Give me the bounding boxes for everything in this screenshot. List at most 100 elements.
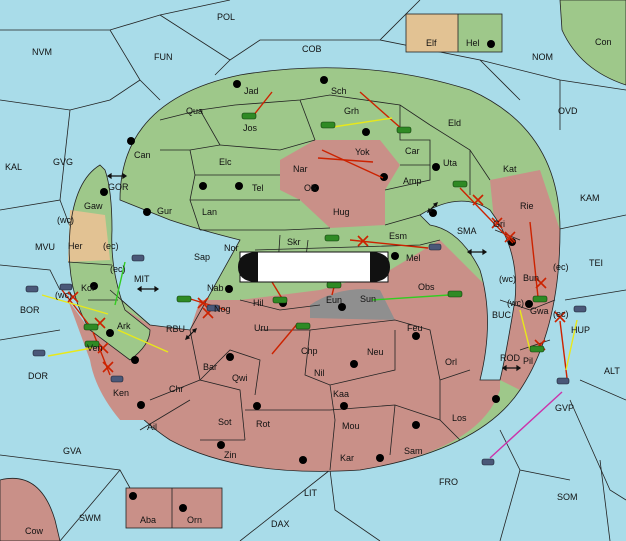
svg-text:Los: Los [452,413,467,423]
svg-text:Her: Her [68,241,83,251]
svg-text:Ark: Ark [117,321,131,331]
svg-text:Ven: Ven [87,343,103,353]
svg-text:Kar: Kar [340,453,354,463]
svg-text:OVD: OVD [558,106,578,116]
svg-text:Gur: Gur [157,206,172,216]
svg-text:Aba: Aba [140,515,156,525]
svg-text:Can: Can [134,150,151,160]
svg-text:Hil: Hil [253,298,264,308]
svg-text:KAM: KAM [580,193,600,203]
svg-text:Ken: Ken [113,388,129,398]
svg-text:ROD: ROD [500,353,521,363]
fleet-units[interactable] [25,243,587,466]
svg-text:LIT: LIT [304,488,318,498]
svg-text:Ail: Ail [147,422,157,432]
svg-text:Kor: Kor [81,283,95,293]
svg-text:POL: POL [217,12,235,22]
svg-text:(ec): (ec) [110,264,126,274]
inner-sea-sma[interactable] [419,200,517,381]
svg-text:Grh: Grh [344,106,359,116]
svg-text:(ec): (ec) [553,262,569,272]
svg-text:Sun: Sun [360,294,376,304]
svg-text:COB: COB [302,44,322,54]
svg-text:Bun: Bun [523,273,539,283]
svg-text:Orn: Orn [187,515,202,525]
svg-text:Skr: Skr [287,237,301,247]
svg-text:Kat: Kat [503,164,517,174]
svg-text:Qua: Qua [186,106,203,116]
svg-text:HUP: HUP [571,325,590,335]
svg-text:Nab: Nab [207,283,224,293]
svg-text:KAL: KAL [5,162,22,172]
svg-text:Bar: Bar [203,362,217,372]
svg-text:Qwi: Qwi [232,373,248,383]
svg-text:Sch: Sch [331,86,347,96]
svg-text:ALT: ALT [604,366,620,376]
svg-text:Gwa: Gwa [530,306,549,316]
svg-text:SWM: SWM [79,513,101,523]
svg-text:(wc): (wc) [507,298,524,308]
svg-text:Uta: Uta [443,158,457,168]
svg-text:DOR: DOR [28,371,49,381]
svg-text:Sot: Sot [218,417,232,427]
svg-text:Kaa: Kaa [333,389,349,399]
svg-text:Rot: Rot [256,419,271,429]
svg-text:Neu: Neu [367,347,384,357]
svg-text:(ec): (ec) [553,309,569,319]
svg-text:Mel: Mel [406,253,421,263]
army-units[interactable] [83,112,548,353]
svg-text:Yok: Yok [355,147,370,157]
svg-text:FRO: FRO [439,477,458,487]
svg-text:Eld: Eld [448,118,461,128]
svg-text:TEI: TEI [589,258,603,268]
svg-text:Tel: Tel [252,183,264,193]
svg-text:Jos: Jos [243,123,258,133]
svg-text:BOR: BOR [20,305,40,315]
island-cow[interactable] [0,478,61,541]
svg-text:(wc): (wc) [57,215,74,225]
svg-text:Eun: Eun [326,295,342,305]
svg-text:Mou: Mou [342,421,360,431]
svg-text:Pil: Pil [523,356,533,366]
west-crescent[interactable] [68,164,160,420]
svg-text:Nil: Nil [314,368,325,378]
svg-text:Uru: Uru [254,323,269,333]
svg-text:BUC: BUC [492,310,512,320]
svg-text:Olk: Olk [304,183,318,193]
svg-text:DAX: DAX [271,519,290,529]
svg-text:Gaw: Gaw [84,201,103,211]
svg-text:GVA: GVA [63,446,81,456]
svg-text:Lan: Lan [202,207,217,217]
island-aba-orn[interactable] [125,487,223,529]
svg-text:Elf: Elf [426,38,437,48]
passage-arrows [106,172,522,372]
svg-text:Sap: Sap [194,252,210,262]
svg-text:GVP: GVP [555,403,574,413]
svg-text:Elc: Elc [219,157,232,167]
svg-text:SMA: SMA [457,226,477,236]
island-elf-hel[interactable] [405,13,503,53]
svg-text:Gri: Gri [493,219,505,229]
svg-text:Con: Con [595,37,612,47]
svg-text:Feu: Feu [407,323,423,333]
svg-text:GOR: GOR [108,182,129,192]
svg-text:Hug: Hug [333,207,350,217]
svg-text:Jad: Jad [244,86,259,96]
svg-text:NOM: NOM [532,52,553,62]
svg-text:Nog: Nog [214,304,231,314]
svg-text:(wc): (wc) [499,274,516,284]
svg-text:SOM: SOM [557,492,578,502]
svg-text:Nar: Nar [293,164,308,174]
central-bridge [238,251,390,283]
svg-text:RBU: RBU [166,324,185,334]
svg-text:MVU: MVU [35,242,55,252]
svg-text:Rie: Rie [520,201,534,211]
province-labels: POL NVM FUN COB NOM OVD Con Elf Hel KAL … [5,12,620,536]
svg-text:Hel: Hel [466,38,480,48]
svg-text:Orl: Orl [445,357,457,367]
svg-text:Car: Car [405,146,420,156]
svg-text:Cow: Cow [25,526,44,536]
svg-text:Esm: Esm [389,231,407,241]
